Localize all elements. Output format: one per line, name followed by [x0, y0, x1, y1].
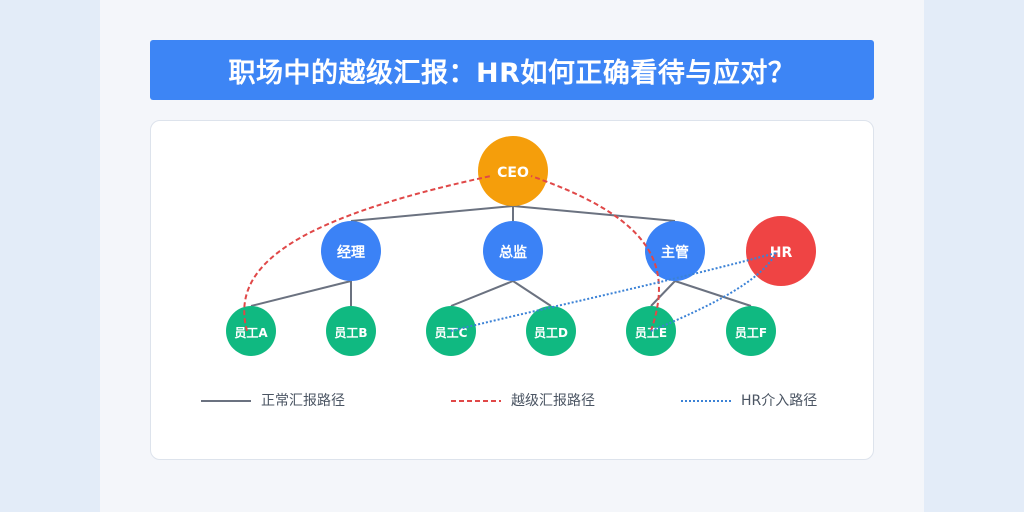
- legend-item-hr: HR介入路径: [681, 393, 817, 409]
- node-hr-label: HR: [770, 245, 793, 261]
- node-ceo: CEO: [478, 136, 548, 206]
- skip-path-emp-a-ceo: [243, 175, 492, 332]
- legend-normal-label: 正常汇报路径: [261, 393, 345, 409]
- node-manager-label: 经理: [337, 244, 365, 261]
- line-supervisor-emp-e: [650, 280, 676, 307]
- node-emp-f-circle: [726, 306, 776, 356]
- node-emp-b: 员工B: [326, 306, 376, 356]
- legend-item-skip: 越级汇报路径: [451, 393, 595, 409]
- node-emp-e-label: 员工E: [635, 326, 667, 340]
- legend-skip-label: 越级汇报路径: [511, 393, 595, 409]
- diagram-card: CEO 经理 总监 主管 HR 员工A: [150, 120, 874, 460]
- node-emp-a-label: 员工A: [234, 326, 268, 340]
- skip-path-emp-e-ceo: [530, 175, 660, 332]
- node-emp-a: 员工A: [226, 306, 276, 356]
- line-director-emp-c: [450, 280, 514, 307]
- node-emp-b-circle: [326, 306, 376, 356]
- node-ceo-circle: [478, 136, 548, 206]
- node-emp-f-label: 员工F: [735, 326, 767, 340]
- node-director-label: 总监: [499, 244, 527, 261]
- node-director-circle: [483, 221, 543, 281]
- skip-level-paths: [243, 175, 660, 332]
- node-emp-f: 员工F: [726, 306, 776, 356]
- title-text: 职场中的越级汇报：HR如何正确看待与应对？: [228, 57, 796, 89]
- node-emp-d-circle: [526, 306, 576, 356]
- node-director: 总监: [483, 221, 543, 281]
- node-ceo-label: CEO: [497, 165, 529, 181]
- node-supervisor-circle: [645, 221, 705, 281]
- node-emp-d: 员工D: [526, 306, 576, 356]
- node-supervisor: 主管: [645, 221, 705, 281]
- line-ceo-supervisor: [512, 205, 676, 222]
- line-director-emp-d: [512, 280, 552, 307]
- org-chart-diagram: CEO 经理 总监 主管 HR 员工A: [201, 136, 817, 409]
- page-title: 职场中的越级汇报：HR如何正确看待与应对？: [150, 40, 874, 100]
- node-emp-b-label: 员工B: [334, 326, 367, 340]
- node-manager-circle: [321, 221, 381, 281]
- node-hr: HR: [746, 216, 816, 286]
- legend-hr-label: HR介入路径: [741, 393, 817, 409]
- line-supervisor-emp-f: [674, 280, 752, 307]
- legend: 正常汇报路径 越级汇报路径 HR介入路径: [201, 393, 817, 409]
- node-emp-a-circle: [226, 306, 276, 356]
- hr-path-emp-e: [650, 252, 777, 332]
- node-supervisor-label: 主管: [661, 244, 689, 261]
- node-emp-d-label: 员工D: [534, 326, 568, 340]
- line-manager-emp-a: [250, 280, 352, 307]
- hr-path-emp-c: [450, 252, 777, 332]
- normal-report-lines: [250, 205, 752, 307]
- hr-intervention-paths: [450, 252, 777, 332]
- line-ceo-manager: [350, 205, 514, 222]
- node-manager: 经理: [321, 221, 381, 281]
- page: 职场中的越级汇报：HR如何正确看待与应对？ CEO: [100, 0, 924, 512]
- legend-item-normal: 正常汇报路径: [201, 393, 345, 409]
